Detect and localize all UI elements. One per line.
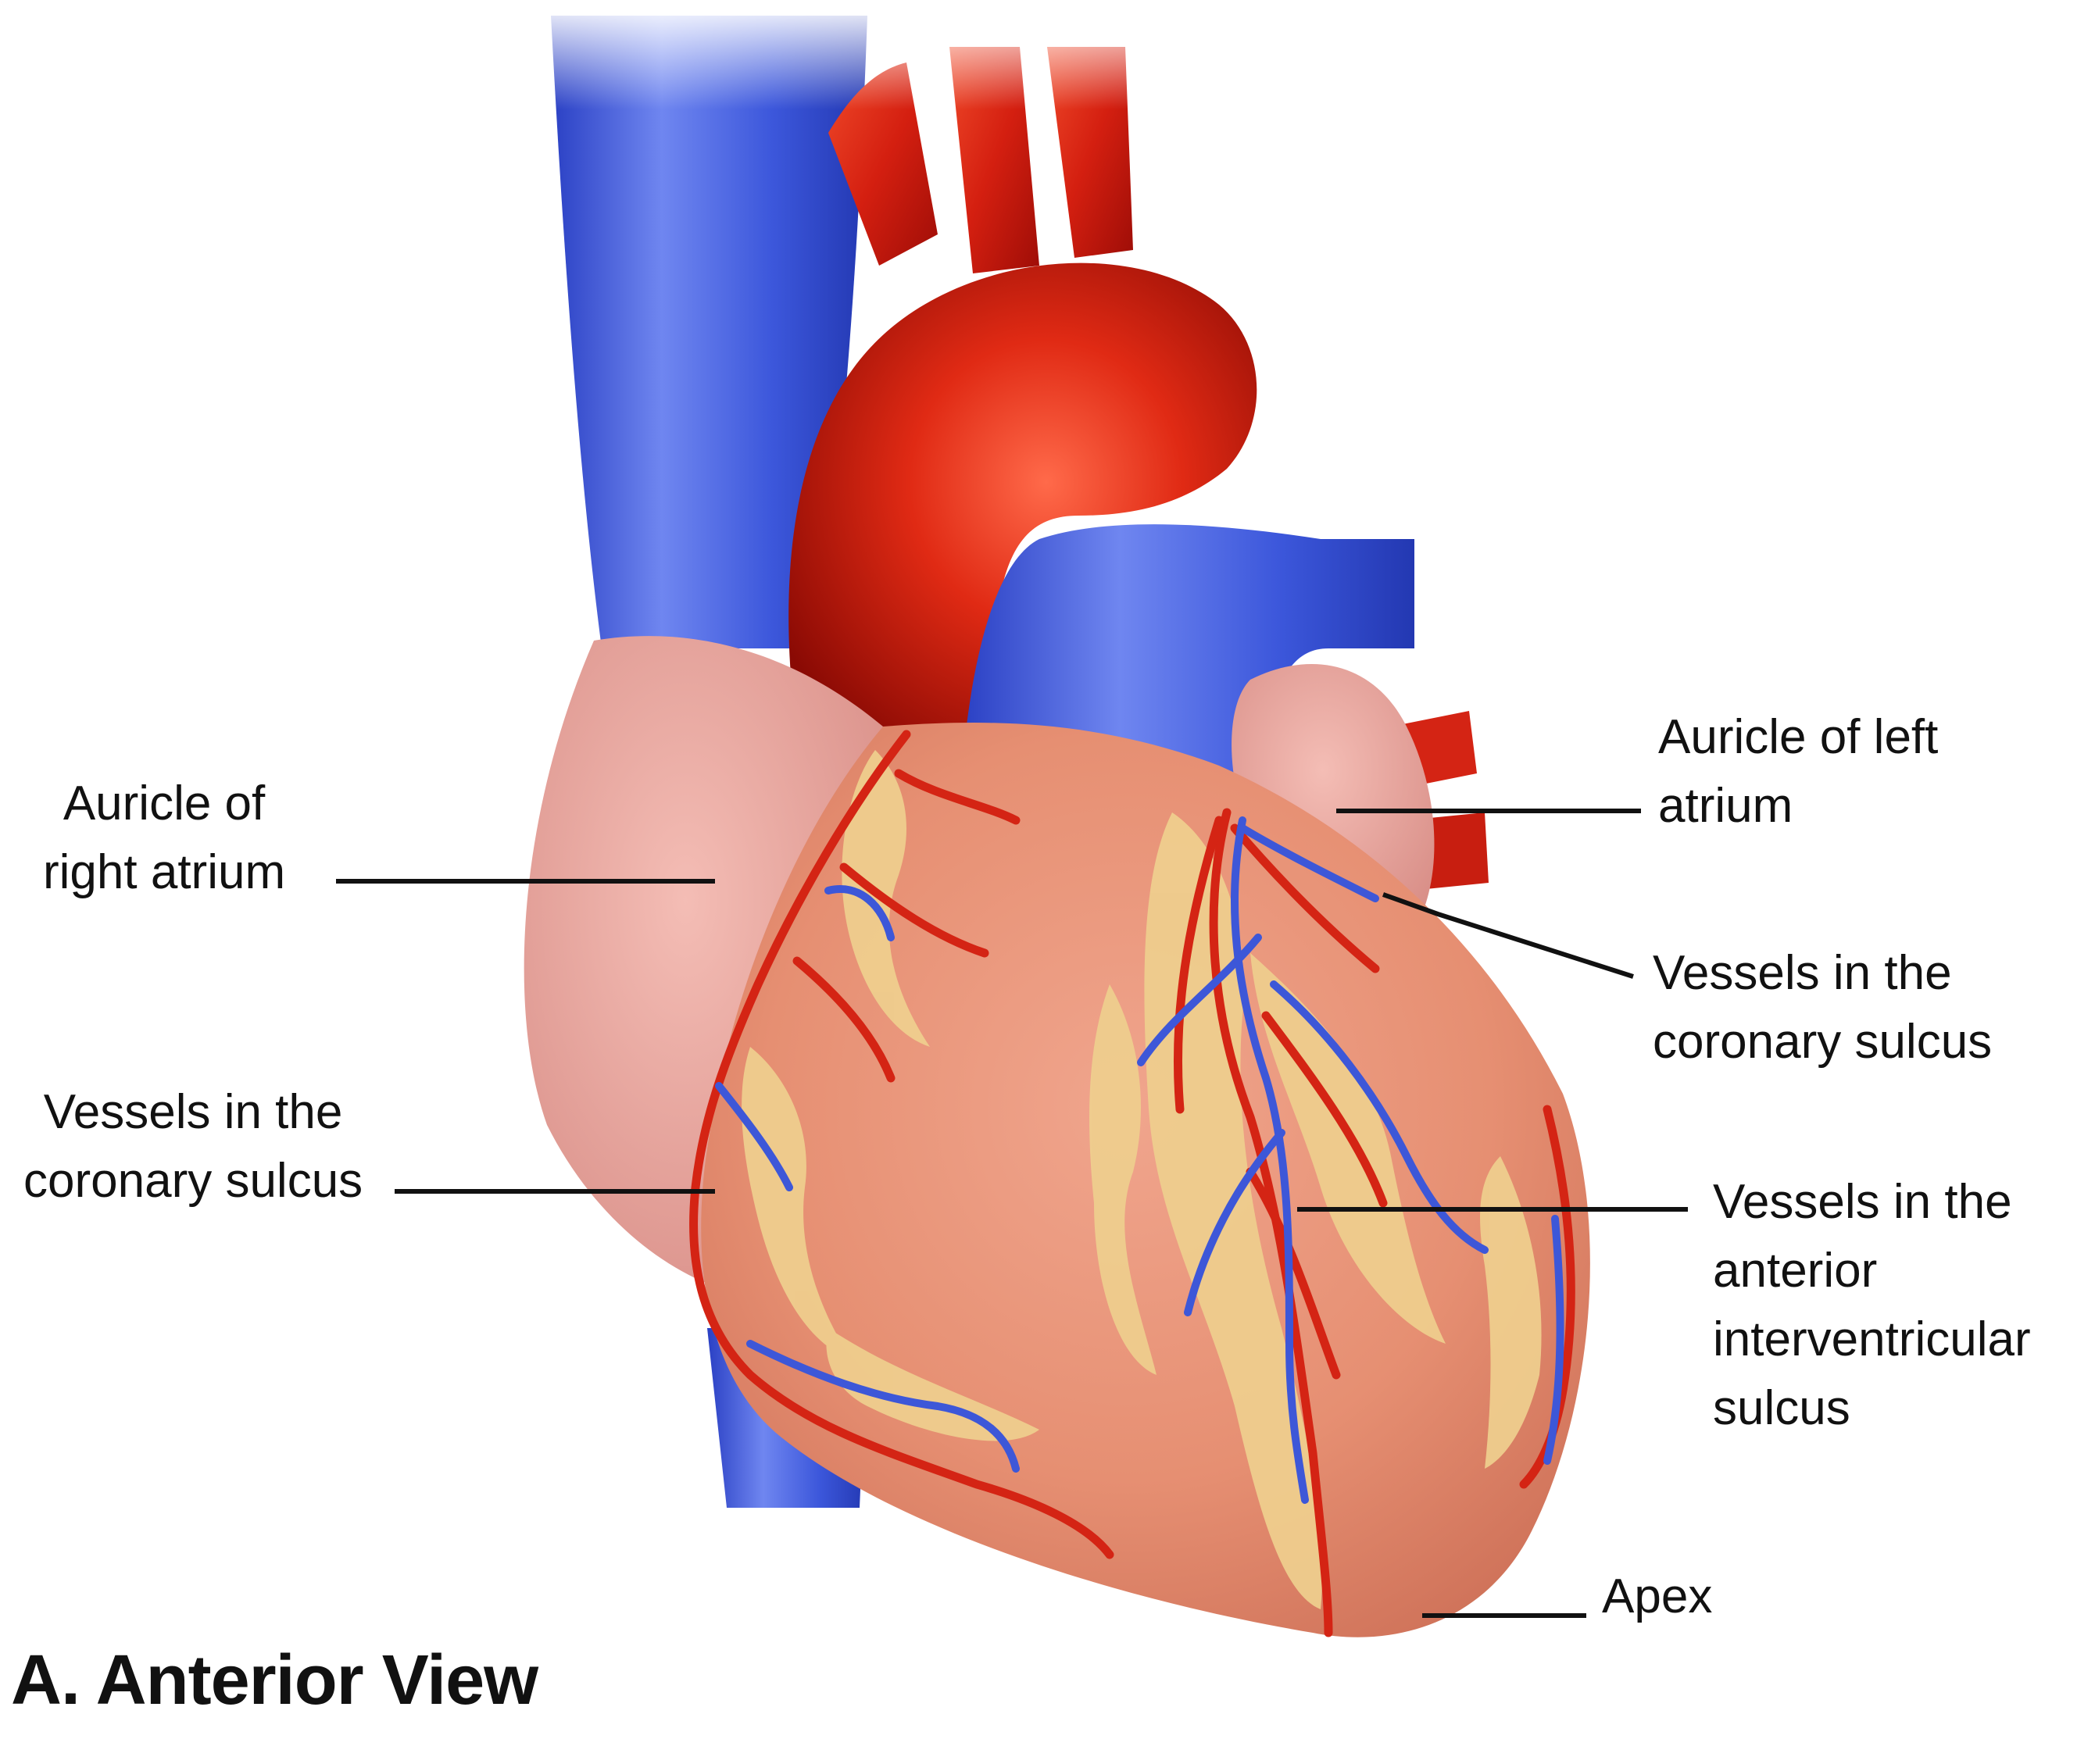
- aortic-arch: [788, 262, 1257, 751]
- leader-vessels-coronary-sulcus-right: [1382, 892, 1634, 979]
- label-auricle-right-atrium: Auricle of right atrium: [43, 777, 286, 899]
- label-vessels-anterior-interventricular: Vessels in the anterior interventricular…: [1713, 1175, 2031, 1435]
- left-atrium-auricle: [1232, 664, 1435, 930]
- label-vessels-coronary-sulcus-right: Vessels in the coronary sulcus: [1653, 946, 1993, 1069]
- right-atrium: [524, 636, 883, 1297]
- brachiocephalic-artery: [828, 62, 938, 266]
- superior-vena-cava: [551, 16, 867, 648]
- coronary-veins: [715, 816, 1564, 1504]
- label-vessels-coronary-sulcus-left: Vessels in the coronary sulcus: [23, 1085, 363, 1208]
- label-auricle-left-atrium: Auricle of left atrium: [1658, 710, 1939, 833]
- leader-lines: [336, 809, 1688, 1618]
- top-fade: [0, 0, 2095, 109]
- label-apex: Apex: [1602, 1569, 1713, 1623]
- figure-caption: A. Anterior View: [11, 1641, 538, 1719]
- coronary-arteries: [689, 730, 1575, 1637]
